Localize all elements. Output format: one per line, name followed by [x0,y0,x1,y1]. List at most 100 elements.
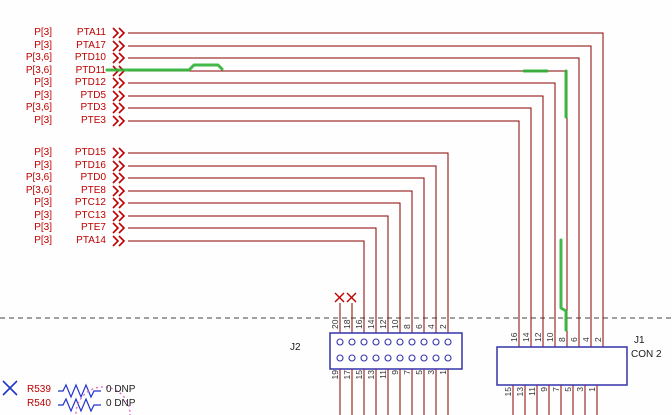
pin-number: 10 [390,319,400,329]
net-label-row: P[3] PTD12 [8,77,106,89]
pin-number: 20 [330,319,340,329]
pin-number: 1 [587,387,597,392]
net-name[interactable]: PTA14 [76,235,106,246]
net-name[interactable]: PTD0 [80,172,106,183]
net-label-row: P[3] PTE7 [8,222,106,234]
net-name[interactable]: PTE7 [80,222,106,233]
j2-refdes[interactable]: J2 [290,342,301,353]
j2-bottom-wires[interactable] [339,369,449,415]
pin-number: 7 [551,387,561,392]
port-ref[interactable]: P[3] [34,235,52,246]
resistor-refdes[interactable]: R539 [27,384,51,395]
j1-bottom-wires[interactable] [512,385,598,415]
pin-number: 9 [539,387,549,392]
resistor-symbol[interactable] [57,384,102,412]
resistor-value[interactable]: 0 DNP [106,384,136,395]
net-name[interactable]: PTA11 [76,27,106,38]
connector-j2-symbol[interactable] [329,332,463,370]
resistor-value[interactable]: 0 DNP [106,398,136,409]
pin-number: 17 [342,370,352,380]
net-label-row: P[3,6] PTE8 [8,185,106,197]
net-name[interactable]: PTD16 [74,160,106,171]
net-name[interactable]: PTA17 [76,40,106,51]
net-label-row: P[3] PTC13 [8,210,106,222]
port-ref[interactable]: P[3,6] [25,102,52,113]
net-name[interactable]: PTE8 [80,185,106,196]
net-label-row: P[3] PTD15 [8,147,106,159]
net-label-row: P[3] PTD16 [8,160,106,172]
pin-number: 5 [414,370,424,375]
port-ref[interactable]: P[3] [34,147,52,158]
pin-number: 5 [563,387,573,392]
pin-number: 8 [557,337,567,342]
pin-number: 11 [378,370,388,379]
highlight-marker [105,63,568,332]
pin-number: 12 [378,319,388,329]
j1-refdes[interactable]: J1 [634,335,645,346]
net-name[interactable]: PTD3 [80,102,106,113]
net-label-row: P[3] PTE3 [8,115,106,127]
connector-j1-symbol[interactable] [496,346,628,386]
port-ref[interactable]: P[3] [34,40,52,51]
pin-number: 14 [521,332,531,342]
no-connect-stubs [339,303,353,333]
net-name[interactable]: PTD15 [74,147,106,158]
port-ref[interactable]: P[3] [34,115,52,126]
net-label-row: P[3] PTA17 [8,40,106,52]
net-name[interactable]: PTD12 [74,77,106,88]
pin-number: 16 [509,332,519,342]
offpage-connector-icons[interactable] [112,27,125,247]
net-name[interactable]: PTD11 [75,65,106,76]
pin-number: 7 [402,370,412,375]
pin-number: 2 [438,324,448,329]
pin-number: 9 [390,370,400,375]
j2-pin-circles [336,338,452,362]
resistor-refdes[interactable]: R540 [27,398,51,409]
pin-number: 4 [426,324,436,329]
pin-number: 8 [402,324,412,329]
net-label-row: P[3] PTC12 [8,197,106,209]
net-label-row: P[3] PTA11 [8,27,106,39]
net-label-row: P[3] PTD5 [8,90,106,102]
no-connect-x-icon [334,292,357,303]
net-name[interactable]: PTD10 [74,52,106,63]
net-label-row: P[3,6] PTD0 [8,172,106,184]
blue-x-icon [2,380,18,396]
pin-number: 6 [569,337,579,342]
port-ref[interactable]: P[3,6] [25,172,52,183]
net-name[interactable]: PTC12 [74,197,106,208]
port-ref[interactable]: P[3] [34,77,52,88]
pin-number: 10 [545,332,555,342]
pin-number: 13 [515,387,525,397]
port-ref[interactable]: P[3] [34,27,52,38]
port-ref[interactable]: P[3,6] [25,185,52,196]
pin-number: 3 [575,387,585,392]
pin-number: 19 [330,370,340,380]
pin-number: 15 [503,387,513,397]
net-wires-group2[interactable] [128,152,449,333]
net-label-row: P[3,6] PTD3 [8,102,106,114]
port-ref[interactable]: P[3] [34,90,52,101]
net-name[interactable]: PTE3 [80,115,106,126]
port-ref[interactable]: P[3] [34,160,52,171]
port-ref[interactable]: P[3] [34,222,52,233]
port-ref[interactable]: P[3,6] [25,52,52,63]
pin-number: 6 [414,324,424,329]
port-ref[interactable]: P[3] [34,210,52,221]
pin-number: 18 [342,319,352,329]
pin-number: 11 [527,387,537,396]
pin-number: 12 [533,332,543,342]
j1-value[interactable]: CON 2 [631,349,662,360]
pin-number: 3 [426,370,436,375]
pin-number: 2 [593,337,603,342]
net-name[interactable]: PTC13 [74,210,106,221]
net-label-row: P[3,6] PTD11 [8,65,106,77]
port-ref[interactable]: P[3,6] [25,65,52,76]
net-name[interactable]: PTD5 [80,90,106,101]
net-label-row: P[3,6] PTD10 [8,52,106,64]
port-ref[interactable]: P[3] [34,197,52,208]
pin-number: 14 [366,319,376,329]
net-wires-group1[interactable] [128,32,604,347]
